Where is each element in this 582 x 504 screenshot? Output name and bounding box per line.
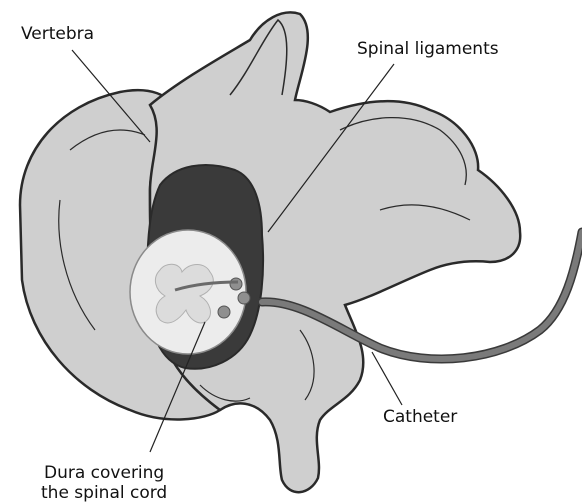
- label-spinal-ligaments: Spinal ligaments: [357, 40, 499, 59]
- label-dura: Dura covering the spinal cord: [41, 463, 167, 503]
- nerve-root-2: [238, 292, 250, 304]
- label-dura-line1: Dura covering: [41, 463, 167, 483]
- nerve-root-1: [230, 278, 242, 290]
- nerve-root-3: [218, 306, 230, 318]
- label-catheter: Catheter: [383, 408, 457, 427]
- vertebra-illustration: [20, 12, 582, 492]
- label-vertebra: Vertebra: [21, 25, 94, 44]
- label-dura-line2: the spinal cord: [41, 483, 167, 503]
- leader-catheter: [372, 352, 402, 405]
